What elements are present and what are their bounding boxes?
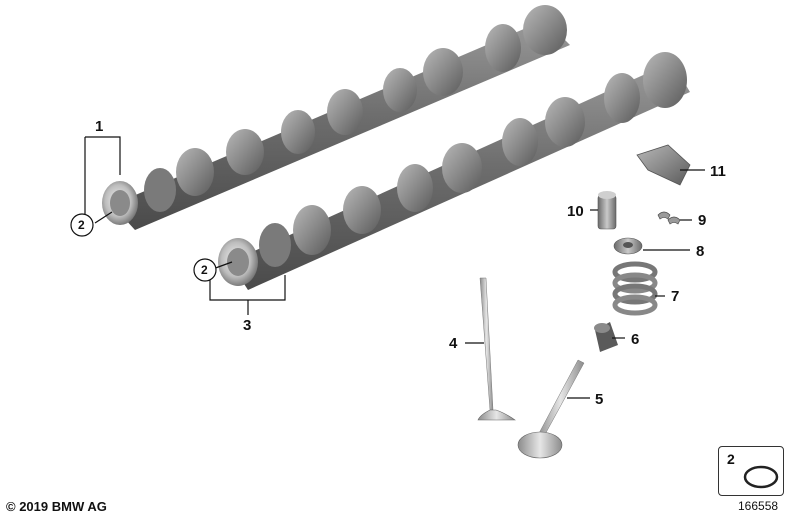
camshaft-upper-lobe	[176, 148, 214, 196]
camshaft-lower-bearing	[259, 223, 291, 267]
camshaft-lower-lobe	[502, 118, 538, 166]
callout-4: 4	[449, 335, 458, 352]
o-ring-icon	[743, 465, 779, 489]
camshaft-upper-lobe	[281, 110, 315, 154]
spring-retainer	[613, 237, 643, 255]
valve-spring	[612, 261, 658, 316]
hydraulic-lifter	[597, 191, 617, 230]
camshaft-lower-lobe	[643, 52, 687, 108]
callout-9: 9	[698, 212, 706, 229]
camshaft-lower-lobe	[343, 186, 381, 234]
legend-number: 2	[727, 451, 735, 467]
camshaft-upper-lobe	[423, 48, 463, 96]
callout-2b: 2	[201, 263, 208, 277]
callout-circle-2a	[70, 213, 94, 237]
callout-7: 7	[671, 288, 679, 305]
camshaft-upper-lobe	[327, 89, 363, 135]
callout-3: 3	[243, 317, 251, 334]
callout-1: 1	[95, 118, 103, 135]
intake-valve	[477, 277, 516, 421]
copyright-notice: © 2019 BMW AG	[6, 499, 107, 514]
callout-6: 6	[631, 331, 639, 348]
callout-11: 11	[710, 163, 726, 180]
valve-stem-seal	[594, 322, 618, 352]
camshaft-lower	[218, 52, 690, 290]
camshaft-lower-lobe	[397, 164, 433, 212]
callout-2a: 2	[78, 218, 85, 232]
camshaft-upper-lobe	[523, 5, 567, 55]
camshaft-lower-lobe	[545, 97, 585, 147]
camshaft-upper-lobe	[226, 129, 264, 175]
camshaft-upper-lobe	[383, 68, 417, 112]
rocker-arm	[636, 144, 691, 186]
callout-10: 10	[567, 203, 584, 220]
leader-lines	[84, 136, 705, 399]
valve-keepers	[657, 211, 681, 225]
camshaft-lower-lobe	[293, 205, 331, 255]
callout-8: 8	[696, 243, 704, 260]
camshaft-lower-lobe	[442, 143, 482, 193]
legend-box-2: 2	[718, 446, 784, 496]
exhaust-valve	[517, 359, 585, 459]
camshaft-upper	[102, 5, 570, 230]
camshaft-upper-bearing	[144, 168, 176, 212]
camshaft-upper-lobe	[485, 24, 521, 72]
callout-5: 5	[595, 391, 603, 408]
document-number: 166558	[738, 499, 779, 513]
callout-circle-2b	[193, 258, 217, 282]
camshaft-lower-lobe	[604, 73, 640, 123]
